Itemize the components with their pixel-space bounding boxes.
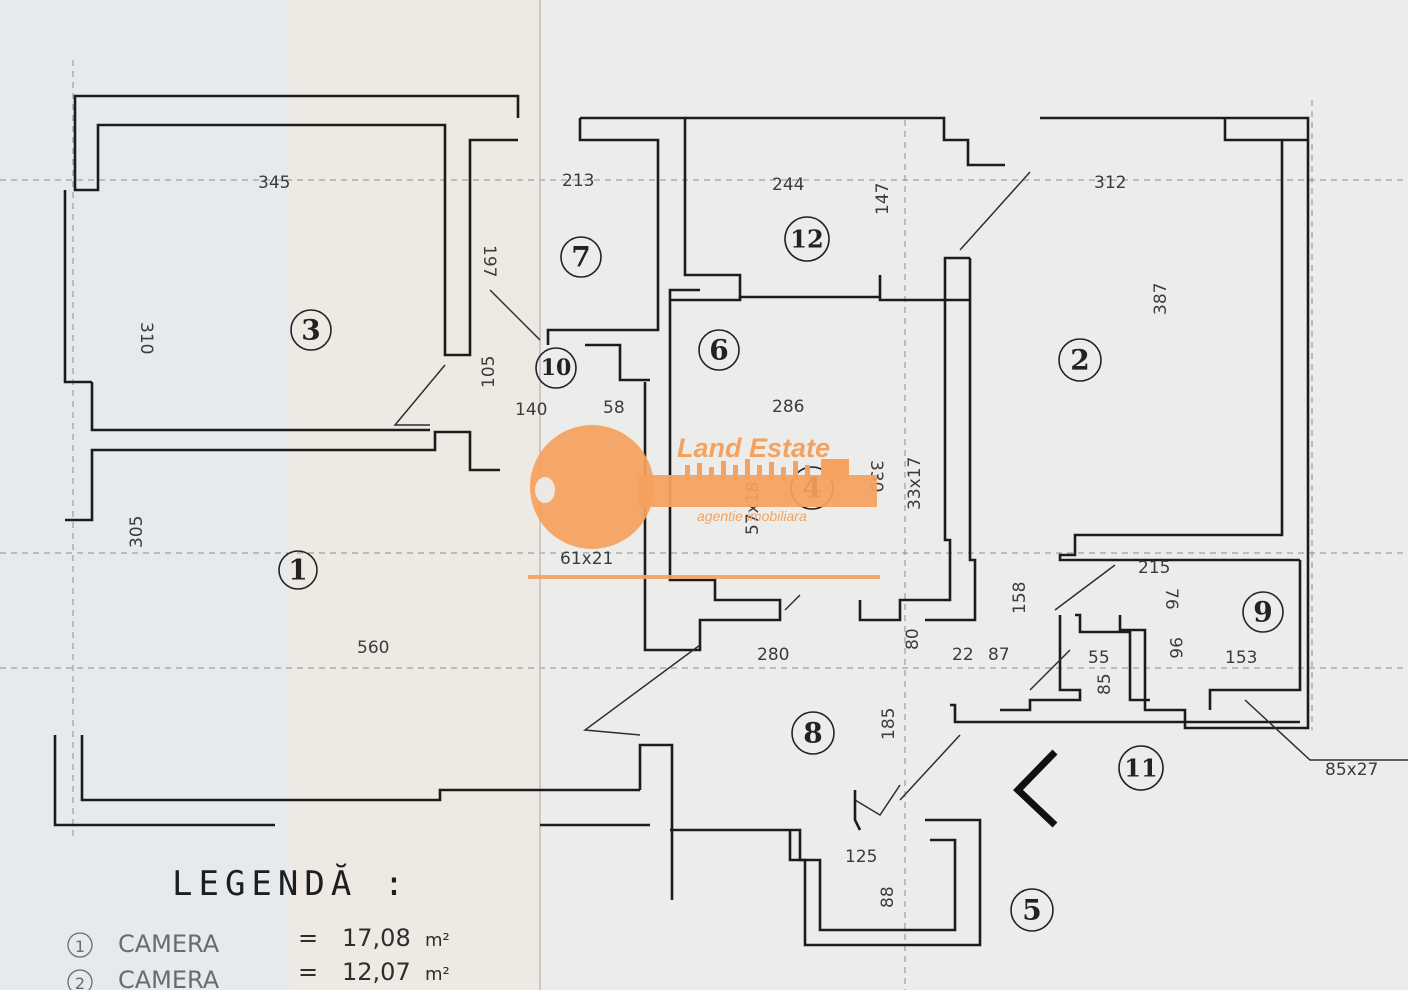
- watermark-name: Land Estate: [677, 433, 831, 463]
- room-label-3: 3: [290, 309, 332, 351]
- dim-label: 147: [873, 183, 893, 215]
- room-label-9: 9: [1242, 591, 1284, 633]
- dim-label: 286: [772, 397, 804, 417]
- svg-text:1: 1: [288, 554, 307, 587]
- svg-text:2: 2: [1070, 344, 1089, 377]
- svg-text:2: 2: [75, 974, 85, 990]
- svg-text:CAMERA: CAMERA: [118, 966, 220, 990]
- svg-text:m²: m²: [425, 930, 450, 951]
- svg-text:1: 1: [75, 937, 85, 956]
- dim-label: 140: [515, 400, 547, 420]
- dim-label: 85x27: [1325, 760, 1378, 780]
- svg-text:7: 7: [571, 241, 590, 274]
- svg-text:=: =: [298, 924, 318, 952]
- room-label-12: 12: [784, 216, 830, 262]
- svg-text:12,07: 12,07: [342, 958, 411, 986]
- dim-label: 88: [878, 886, 898, 908]
- walls: [53, 94, 1310, 947]
- dim-label: 55: [1088, 648, 1110, 668]
- dim-label: 61x21: [560, 549, 613, 569]
- room-label-11: 11: [1118, 745, 1164, 791]
- room-label-8: 8: [791, 711, 835, 755]
- legend-title: LEGENDĂ :: [172, 863, 410, 904]
- dim-label: 87: [988, 645, 1010, 665]
- room-label-7: 7: [560, 236, 602, 278]
- legend-row: 2 CAMERA = 12,07 m²: [67, 958, 450, 990]
- dim-label: 215: [1138, 558, 1170, 578]
- paper-middle-band: [290, 0, 540, 990]
- room-label-2: 2: [1058, 338, 1102, 382]
- dim-label: 153: [1225, 648, 1257, 668]
- room-label-6: 6: [698, 329, 740, 371]
- svg-text:11: 11: [1124, 754, 1157, 783]
- dimension-labels: 345 213 244 312 310 197 147 387 105 140 …: [127, 171, 1378, 908]
- svg-text:m²: m²: [425, 964, 450, 985]
- entrance-arrow-icon: [1013, 749, 1058, 828]
- dim-label: 85: [1095, 673, 1115, 695]
- dim-label: 33x17: [905, 457, 925, 510]
- door-swings: [393, 171, 1408, 817]
- svg-text:8: 8: [803, 717, 822, 750]
- svg-text:5: 5: [1022, 894, 1041, 927]
- dim-label: 105: [479, 356, 499, 388]
- dim-label: 305: [127, 516, 147, 548]
- room-label-10: 10: [535, 347, 577, 389]
- construction-lines: [0, 60, 1408, 990]
- svg-text:3: 3: [301, 314, 320, 347]
- svg-text:17,08: 17,08: [342, 924, 411, 952]
- dim-label: 22: [952, 645, 974, 665]
- room-label-5: 5: [1010, 888, 1054, 932]
- dim-label: 560: [357, 638, 389, 658]
- dim-label: 387: [1151, 283, 1171, 315]
- legend: LEGENDĂ : 1 CAMERA = 17,08 m² 2 CAMERA =…: [67, 863, 450, 990]
- legend-row: 1 CAMERA = 17,08 m²: [67, 924, 450, 958]
- dim-label: 280: [757, 645, 789, 665]
- svg-text:9: 9: [1253, 596, 1272, 629]
- dim-label: 244: [772, 175, 804, 195]
- dim-label: 158: [1010, 582, 1030, 614]
- dim-label: 213: [562, 171, 594, 191]
- watermark-logo: Land Estate agentie imobiliara: [525, 405, 885, 585]
- svg-text:CAMERA: CAMERA: [118, 930, 220, 958]
- dim-label: 185: [879, 708, 899, 740]
- dim-label: 125: [845, 847, 877, 867]
- svg-text:6: 6: [709, 334, 728, 367]
- svg-text:=: =: [298, 958, 318, 986]
- dim-label: 80: [903, 628, 923, 650]
- dim-label: 197: [479, 245, 499, 277]
- dim-label: 312: [1094, 173, 1126, 193]
- dim-label: 96: [1165, 637, 1185, 659]
- svg-text:12: 12: [790, 225, 823, 254]
- svg-text:10: 10: [541, 355, 572, 381]
- dim-label: 310: [136, 322, 156, 354]
- key-logo-icon: [528, 425, 880, 579]
- room-label-1: 1: [278, 550, 318, 590]
- watermark-tagline: agentie imobiliara: [697, 508, 807, 524]
- dim-label: 76: [1161, 588, 1181, 610]
- dim-label: 345: [258, 173, 290, 193]
- dim-label: 58: [603, 398, 625, 418]
